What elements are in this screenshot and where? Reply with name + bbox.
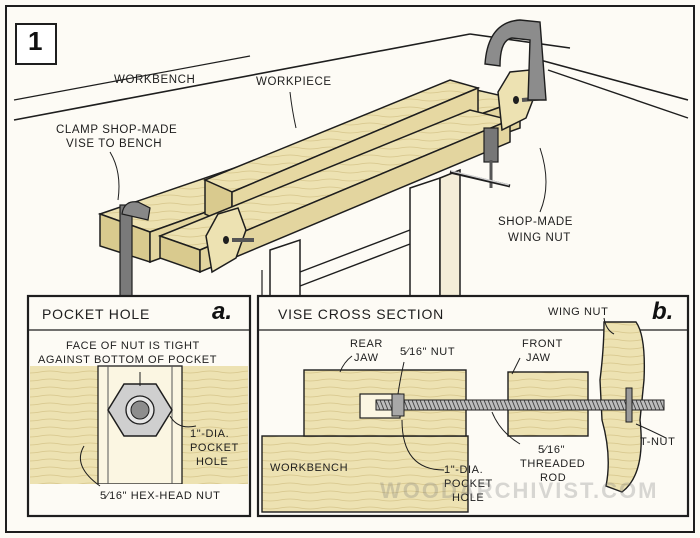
inset-a-note-line1: FACE OF NUT IS TIGHT (66, 340, 200, 352)
pocket-hole-label-line2: POCKET (444, 478, 493, 490)
front-jaw-label-line2: JAW (526, 352, 551, 364)
rear-jaw-label-line2: JAW (354, 352, 379, 364)
pocket-hole-label-line1: 1"-DIA. (444, 464, 484, 476)
figure-number: 1 (28, 26, 43, 56)
threaded-rod-label-line3: ROD (540, 472, 567, 484)
t-nut-label: T-NUT (640, 436, 676, 448)
watermark: WOODARCHIVIST.COM (380, 478, 659, 503)
wing-nut-section-label: WING NUT (548, 306, 609, 318)
inset-a-drawing (30, 365, 248, 514)
figure-number-box (15, 23, 57, 65)
inset-a-nut-label: 5⁄16" HEX-HEAD NUT (100, 490, 221, 502)
main-leaders (109, 91, 547, 213)
wing-nut-label-line2: WING NUT (508, 232, 571, 244)
inset-a-letter: a. (212, 298, 233, 325)
workbench-section-label: WORKBENCH (270, 462, 349, 474)
inset-a-hole-line1: 1"-DIA. (190, 428, 230, 440)
workpiece-label: WORKPIECE (256, 76, 332, 88)
figure-frame (5, 5, 695, 533)
threaded-rod-label-line1: 5⁄16" (538, 444, 566, 456)
inset-a-hole-line2: POCKET (190, 442, 239, 454)
workbench-label: WORKBENCH (114, 74, 196, 86)
inset-a-title: POCKET HOLE (42, 306, 151, 322)
front-jaw-label-line1: FRONT (522, 338, 563, 350)
rear-jaw-label-line1: REAR (350, 338, 383, 350)
clamp-label-line1: CLAMP SHOP-MADE (56, 124, 178, 136)
wing-nut-label-line1: SHOP-MADE (498, 216, 574, 228)
pocket-hole-label-line3: HOLE (452, 492, 485, 504)
hex-nut-label: 5⁄16" NUT (400, 346, 456, 358)
inset-b-leaders (339, 317, 667, 471)
shop-made-vise-drawing (97, 19, 547, 301)
inset-a-hole-line3: HOLE (196, 456, 229, 468)
inset-b-letter: b. (652, 298, 674, 325)
inset-a-note-line2: AGAINST BOTTOM OF POCKET (38, 354, 218, 366)
inset-b-drawing (261, 321, 665, 513)
threaded-rod-label-line2: THREADED (520, 458, 586, 470)
inset-b-title: VISE CROSS SECTION (278, 306, 445, 322)
clamp-label-line2: VISE TO BENCH (66, 138, 163, 150)
